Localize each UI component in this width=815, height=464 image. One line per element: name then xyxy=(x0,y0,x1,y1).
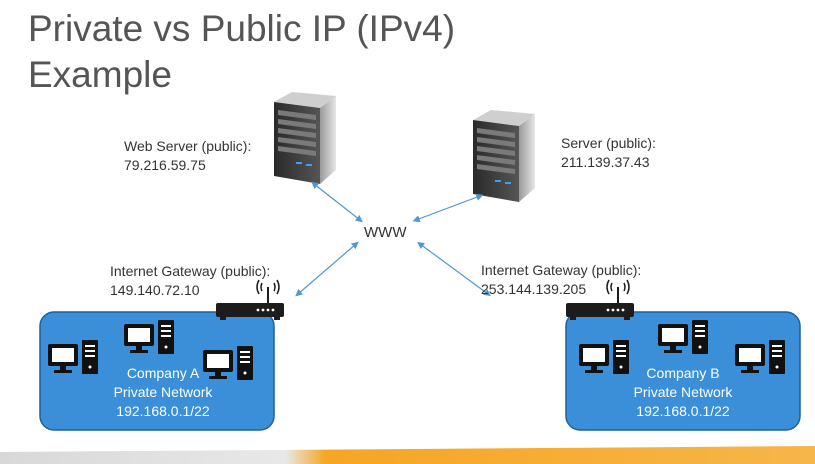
network-a-name: Company A xyxy=(126,365,200,381)
gateway-b-title: Internet Gateway (public): xyxy=(481,262,642,278)
gateway-a-ip: 149.140.72.10 xyxy=(110,282,200,298)
network-a-label: Company A Private Network 192.168.0.1/22 xyxy=(78,364,248,421)
gateway-b-ip: 253.144.139.205 xyxy=(481,281,587,297)
title-line-2: Example xyxy=(28,54,172,95)
web-server-label: Web Server (public): 79.216.59.75 xyxy=(124,137,251,175)
gateway-a-title: Internet Gateway (public): xyxy=(110,263,271,279)
server-ip: 211.139.37.43 xyxy=(561,154,650,170)
page-title: Private vs Public IP (IPv4) Example xyxy=(28,6,455,98)
server-title: Server (public): xyxy=(561,135,656,151)
web-server-ip: 79.216.59.75 xyxy=(124,157,206,173)
www-label: WWW xyxy=(364,224,407,241)
network-a-type: Private Network xyxy=(113,384,213,400)
gateway-b-label: Internet Gateway (public): 253.144.139.2… xyxy=(481,261,641,299)
gateway-a-label: Internet Gateway (public): 149.140.72.10 xyxy=(110,262,270,300)
link-webserver-www xyxy=(311,181,363,223)
network-b-label: Company B Private Network 192.168.0.1/22 xyxy=(598,364,768,421)
web-server-title: Web Server (public): xyxy=(124,138,252,154)
server-label: Server (public): 211.139.37.43 xyxy=(561,134,656,172)
link-www-gateway-b xyxy=(417,241,491,297)
network-b-name: Company B xyxy=(646,365,720,381)
link-www-server xyxy=(412,193,484,223)
web-server-icon xyxy=(274,92,336,184)
footer-bar xyxy=(0,446,815,464)
network-b-cidr: 192.168.0.1/22 xyxy=(636,403,730,419)
network-a-cidr: 192.168.0.1/22 xyxy=(116,403,210,419)
network-a-box xyxy=(39,311,275,431)
network-b-type: Private Network xyxy=(633,384,733,400)
server-icon xyxy=(473,110,535,202)
link-www-gateway-a xyxy=(295,241,359,297)
title-line-1: Private vs Public IP (IPv4) xyxy=(28,8,456,49)
